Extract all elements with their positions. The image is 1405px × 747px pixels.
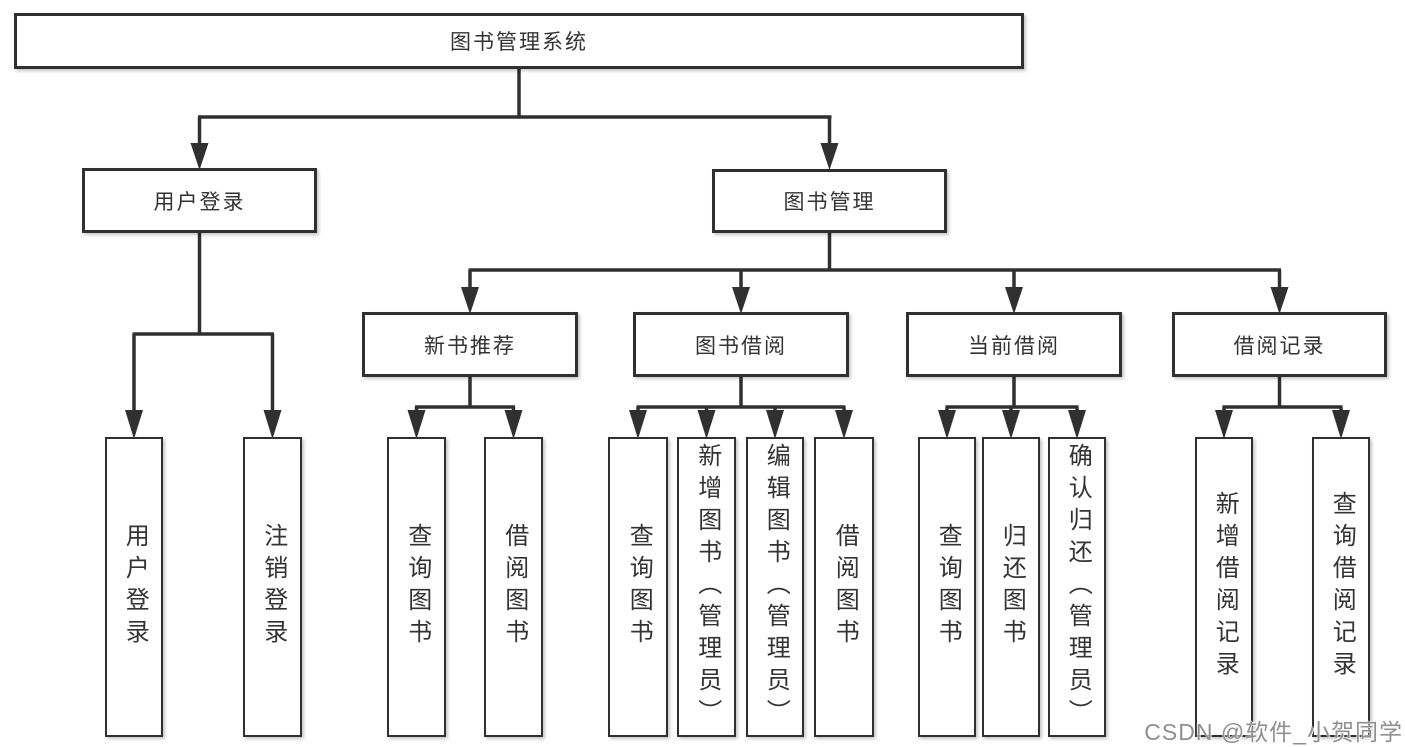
arrowhead-current-borrowing [1005, 287, 1023, 314]
node-borrowing-records-label: 借阅记录 [1233, 334, 1326, 358]
node-leaf-query-borrow-record-label: 查询借阅记录 [1328, 491, 1356, 683]
node-leaf-confirm-return-admin-label: 确认归还（管理员） [1064, 443, 1092, 731]
arrowhead-leaf-confirm-return [1068, 410, 1086, 439]
node-leaf-borrow-books-borrowing-label: 借阅图书 [831, 523, 859, 651]
node-leaf-logout: 注销登录 [243, 437, 302, 737]
node-root: 图书管理系统 [14, 13, 1024, 69]
connector-root-to-level2 [197, 69, 832, 146]
arrowhead-leaf-add-borrow-record [1215, 410, 1233, 439]
watermark: CSDN @软件_小贺同学 [1144, 719, 1403, 745]
node-leaf-return-books-label: 归还图书 [998, 523, 1026, 651]
node-leaf-borrow-books-borrowing: 借阅图书 [814, 437, 874, 737]
node-current-borrowing: 当前借阅 [906, 312, 1122, 377]
node-leaf-query-books-recommend: 查询图书 [387, 437, 446, 737]
arrowhead-leaf-borrow-books-borrowing [835, 410, 853, 439]
node-leaf-confirm-return-admin: 确认归还（管理员） [1048, 437, 1106, 737]
arrowhead-leaf-query-books-recommend [407, 410, 426, 439]
node-book-management-label: 图书管理 [783, 191, 876, 214]
connector-user-login-to-leaves [132, 233, 275, 411]
arrowhead-user-login [190, 143, 209, 170]
node-leaf-edit-books-admin-label: 编辑图书（管理员） [762, 443, 790, 731]
arrowhead-leaf-return-books [1002, 410, 1020, 439]
arrowhead-leaf-logout [263, 410, 282, 439]
arrowhead-leaf-user-login [125, 410, 143, 439]
node-leaf-user-login: 用户登录 [105, 437, 163, 737]
node-leaf-add-borrow-record: 新增借阅记录 [1195, 437, 1253, 737]
connector-current-borrowing-to-leaves [945, 377, 1079, 412]
node-leaf-add-books-admin-label: 新增图书（管理员） [693, 443, 721, 731]
node-new-book-recommend-label: 新书推荐 [424, 334, 516, 358]
node-book-borrowing: 图书借阅 [633, 312, 849, 377]
node-leaf-edit-books-admin: 编辑图书（管理员） [746, 437, 804, 737]
arrowhead-leaf-query-books-current [938, 410, 956, 439]
node-new-book-recommend: 新书推荐 [362, 312, 578, 377]
arrowhead-leaf-edit-books [766, 410, 784, 439]
node-leaf-query-books-recommend-label: 查询图书 [403, 523, 431, 651]
arrowhead-book-management [820, 143, 839, 170]
connector-book-borrowing-to-leaves [636, 377, 846, 412]
node-leaf-return-books: 归还图书 [982, 437, 1040, 737]
arrowheads [125, 143, 1350, 439]
node-leaf-query-borrow-record: 查询借阅记录 [1312, 437, 1370, 737]
node-user-login-label: 用户登录 [153, 190, 246, 214]
node-leaf-query-books-borrowing: 查询图书 [608, 437, 668, 737]
node-current-borrowing-label: 当前借阅 [968, 334, 1060, 358]
arrowhead-leaf-query-books-borrowing [629, 410, 647, 439]
node-book-borrowing-label: 图书借阅 [695, 334, 787, 358]
arrowhead-book-borrowing [732, 287, 750, 314]
node-leaf-query-books-borrowing-label: 查询图书 [625, 523, 653, 651]
node-leaf-user-login-label: 用户登录 [121, 523, 149, 651]
node-leaf-query-books-current: 查询图书 [918, 437, 976, 737]
node-book-management: 图书管理 [712, 169, 947, 233]
node-leaf-query-books-current-label: 查询图书 [934, 523, 962, 651]
connector-new-book-recommend-to-leaves [414, 377, 516, 412]
node-leaf-add-books-admin: 新增图书（管理员） [677, 437, 736, 737]
arrowhead-new-book-recommend [461, 287, 479, 314]
node-leaf-borrow-books-recommend: 借阅图书 [484, 437, 543, 737]
connector-borrowing-records-to-leaves [1222, 377, 1343, 412]
arrowhead-leaf-borrow-books-recommend [504, 410, 523, 439]
node-borrowing-records: 借阅记录 [1172, 312, 1387, 377]
node-root-label: 图书管理系统 [450, 31, 588, 54]
arrowhead-borrowing-records [1270, 287, 1289, 314]
node-leaf-logout-label: 注销登录 [259, 523, 287, 651]
node-leaf-add-borrow-record-label: 新增借阅记录 [1211, 491, 1239, 683]
connector-book-management-to-level3 [468, 233, 1282, 289]
node-leaf-borrow-books-recommend-label: 借阅图书 [500, 523, 528, 651]
node-user-login: 用户登录 [82, 168, 317, 233]
arrowhead-leaf-add-books [697, 410, 716, 439]
arrowhead-leaf-query-borrow-record [1332, 410, 1350, 439]
